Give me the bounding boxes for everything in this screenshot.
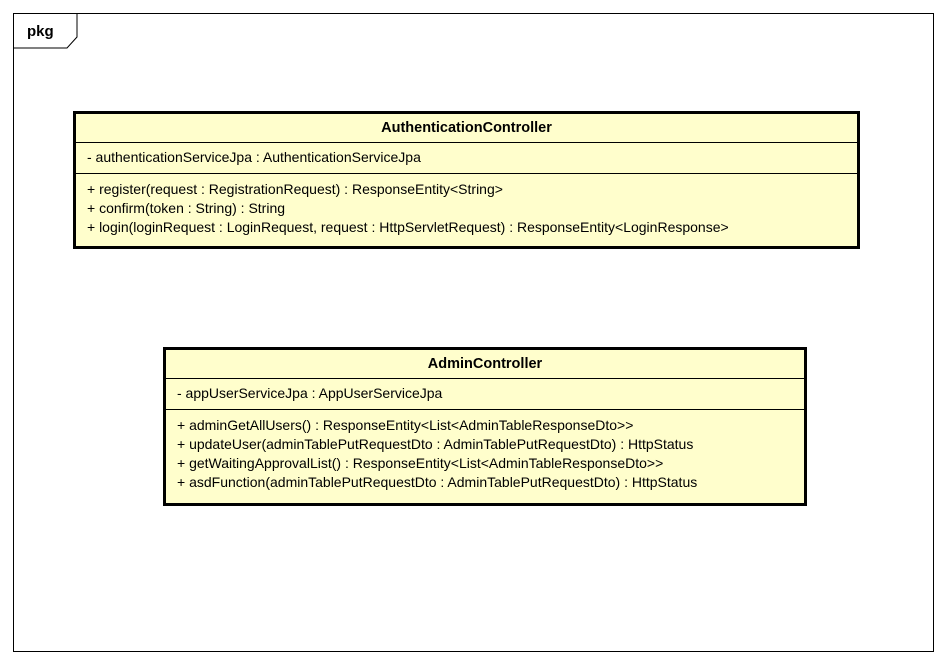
attribute-item: - authenticationServiceJpa : Authenticat… <box>87 149 421 165</box>
class-authentication-controller[interactable]: AuthenticationController - authenticatio… <box>73 111 860 249</box>
operation-item: + register(request : RegistrationRequest… <box>87 181 503 197</box>
operation-item: + adminGetAllUsers() : ResponseEntity<Li… <box>177 417 634 433</box>
package-tab-outline <box>14 14 78 49</box>
operation-item: + asdFunction(adminTablePutRequestDto : … <box>177 474 698 490</box>
class-admin-controller[interactable]: AdminController - appUserServiceJpa : Ap… <box>163 347 807 506</box>
attribute-item: - appUserServiceJpa : AppUserServiceJpa <box>177 385 443 401</box>
operation-item: + getWaitingApprovalList() : ResponseEnt… <box>177 455 664 471</box>
package-frame-tab: pkg <box>14 14 78 49</box>
package-frame: pkg <box>13 13 934 652</box>
package-frame-label: pkg <box>27 23 54 40</box>
operation-item: + confirm(token : String) : String <box>87 200 286 216</box>
operation-item: + updateUser(adminTablePutRequestDto : A… <box>177 436 694 452</box>
operation-item: + login(loginRequest : LoginRequest, req… <box>87 219 729 235</box>
class-operations: + adminGetAllUsers() : ResponseEntity<Li… <box>166 410 804 498</box>
class-operations: + register(request : RegistrationRequest… <box>76 174 857 243</box>
class-attributes: - authenticationServiceJpa : Authenticat… <box>76 143 857 174</box>
class-name: AdminController <box>166 350 804 379</box>
class-name: AuthenticationController <box>76 114 857 143</box>
class-attributes: - appUserServiceJpa : AppUserServiceJpa <box>166 379 804 410</box>
